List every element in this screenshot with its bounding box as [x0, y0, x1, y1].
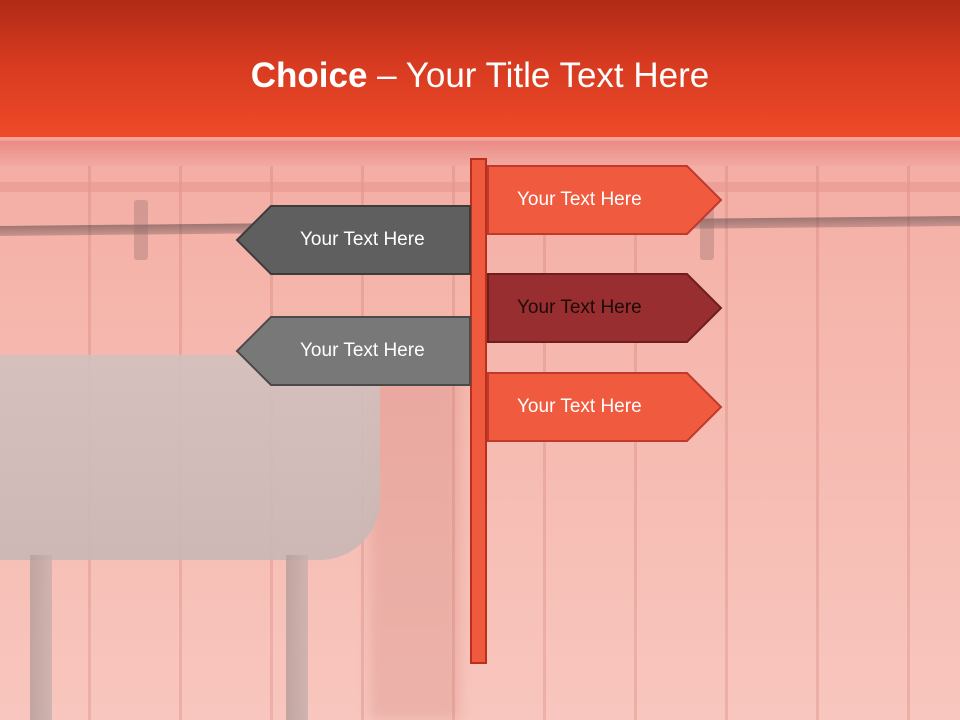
- arrow-left-shape: [235, 205, 471, 275]
- title-bold-text: Choice: [250, 56, 368, 95]
- background-shadow: [370, 380, 460, 720]
- sign-label: Your Text Here: [517, 297, 642, 318]
- sign-label: Your Text Here: [300, 340, 425, 361]
- slide-title[interactable]: Choice – Your Title Text Here: [0, 54, 960, 98]
- arrow-right-shape: [487, 372, 723, 442]
- title-rest-text: – Your Title Text Here: [367, 56, 710, 95]
- sign-left-2[interactable]: Your Text Here: [235, 316, 471, 386]
- chair-leg-image: [286, 555, 308, 720]
- arrow-left-shape: [235, 316, 471, 386]
- sign-label: Your Text Here: [517, 396, 642, 417]
- sign-right-2[interactable]: Your Text Here: [487, 273, 723, 343]
- sign-right-3[interactable]: Your Text Here: [487, 372, 723, 442]
- signpost-pole[interactable]: [470, 158, 487, 664]
- arrow-right-body: [487, 273, 723, 343]
- arrow-right-body: [487, 372, 723, 442]
- title-bar: [0, 0, 960, 137]
- arrow-right-shape: [487, 273, 723, 343]
- chair-leg-image: [30, 555, 52, 720]
- arrow-right-shape: [487, 165, 723, 235]
- sign-label: Your Text Here: [300, 229, 425, 250]
- arrow-right-body: [487, 165, 723, 235]
- sign-label: Your Text Here: [517, 189, 642, 210]
- chair-back-image: [0, 355, 380, 560]
- sign-left-1[interactable]: Your Text Here: [235, 205, 471, 275]
- title-bar-strip: [0, 137, 960, 141]
- arrow-left-body: [235, 316, 471, 386]
- arrow-left-body: [235, 205, 471, 275]
- sign-right-1[interactable]: Your Text Here: [487, 165, 723, 235]
- background-rail-hook: [134, 200, 148, 260]
